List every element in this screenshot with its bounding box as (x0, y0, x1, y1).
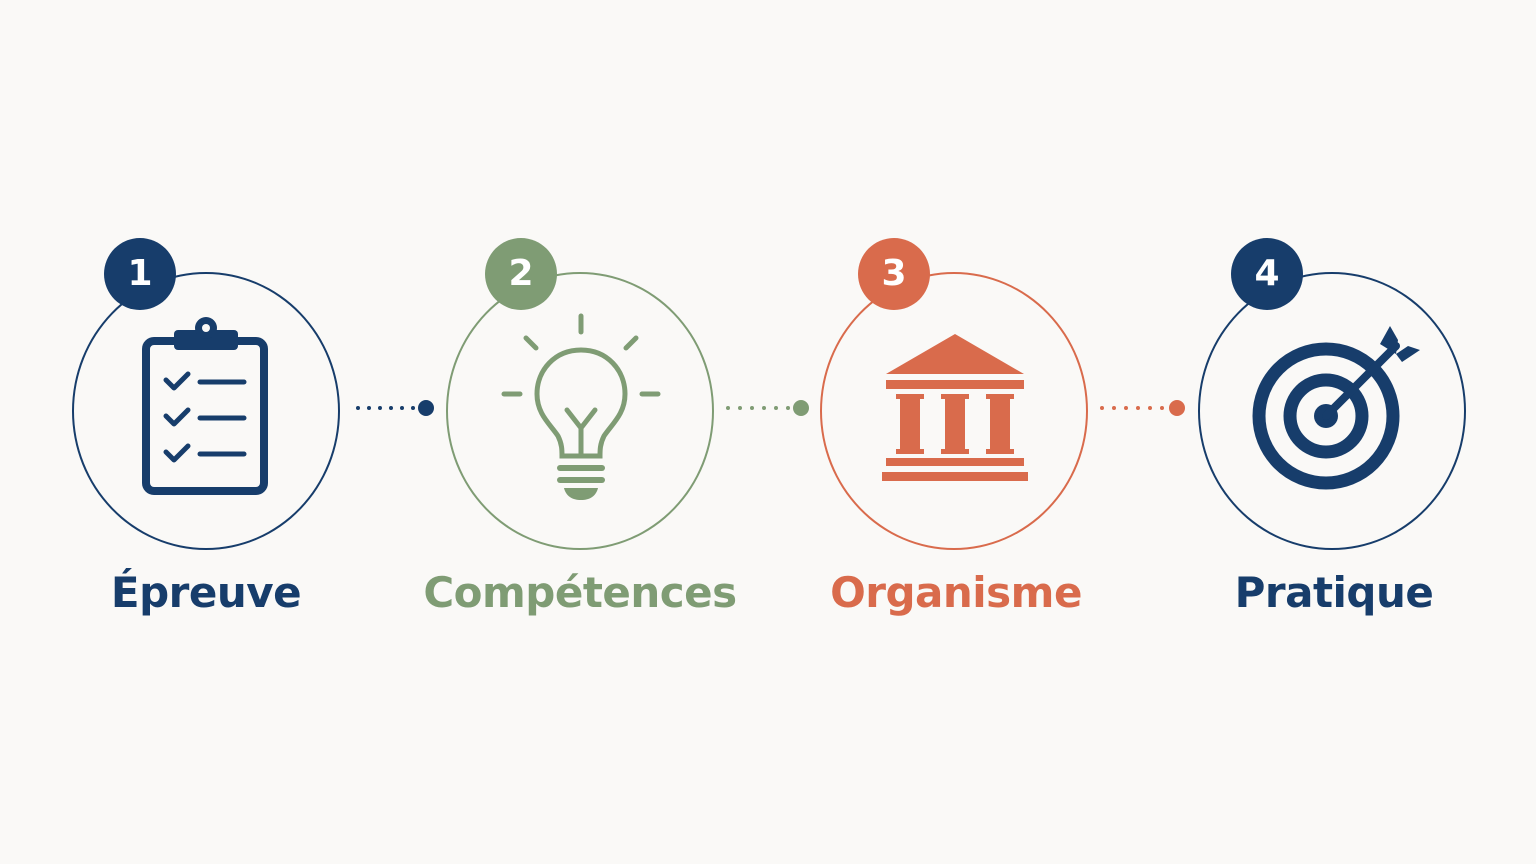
step-3-label: Organisme (830, 568, 1082, 617)
institution-building-icon (882, 334, 1028, 481)
connector-2-3 (726, 400, 809, 416)
step-3-badge: 3 (858, 238, 930, 310)
step-1-badge: 1 (104, 238, 176, 310)
step-2-badge: 2 (485, 238, 557, 310)
connector-1-2 (356, 400, 434, 416)
step-2-label: Compétences (423, 568, 737, 617)
lightbulb-icon (501, 313, 661, 500)
target-arrow-icon (1252, 326, 1420, 490)
connector-3-4 (1100, 400, 1185, 416)
step-1-circle (72, 272, 340, 550)
step-4-badge: 4 (1231, 238, 1303, 310)
step-1-number: 1 (127, 253, 153, 294)
step-4-circle (1198, 272, 1466, 550)
clipboard-checklist-icon (142, 317, 268, 495)
step-3-circle (820, 272, 1088, 550)
step-2-number: 2 (508, 253, 534, 294)
step-3-number: 3 (881, 253, 907, 294)
step-4-number: 4 (1254, 253, 1280, 294)
step-1-label: Épreuve (110, 568, 302, 617)
step-4-label: Pratique (1234, 568, 1434, 617)
step-2-circle (446, 272, 714, 550)
